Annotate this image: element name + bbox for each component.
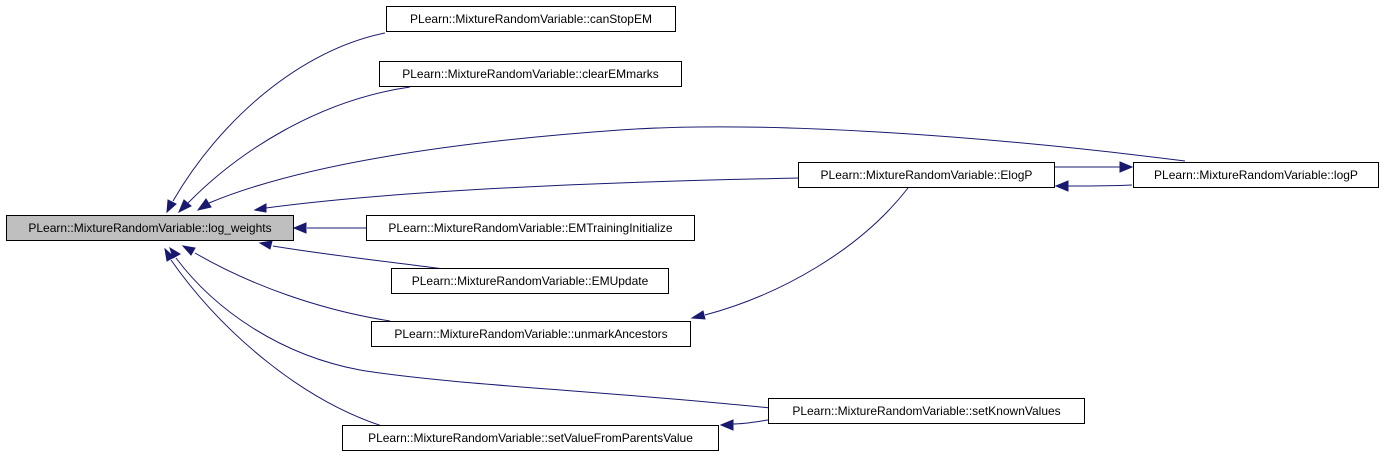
- edge-canStopEM-to-log_weights: [172, 32, 386, 202]
- arrowhead-ElogP-unmarkAncestors: [690, 310, 706, 320]
- node-log_weights[interactable]: PLearn::MixtureRandomVariable::log_weigh…: [6, 215, 294, 241]
- arrowhead-EMUpdate: [258, 240, 273, 250]
- node-logP[interactable]: PLearn::MixtureRandomVariable::logP: [1133, 162, 1379, 188]
- edge-unmarkAncestors-to-log_weights: [194, 252, 391, 322]
- edge-clearEMmarks-to-log_weights: [187, 86, 411, 204]
- node-EMTrainingInitialize[interactable]: PLearn::MixtureRandomVariable::EMTrainin…: [366, 215, 695, 241]
- arrowhead-logP-ElogP: [1054, 180, 1069, 192]
- node-ElogP[interactable]: PLearn::MixtureRandomVariable::ElogP: [798, 162, 1055, 188]
- edge-ElogP-to-log_weights: [265, 177, 801, 209]
- node-setKnownValues[interactable]: PLearn::MixtureRandomVariable::setKnownV…: [768, 398, 1085, 424]
- arrowhead-canStopEM: [166, 199, 177, 214]
- arrowhead-clearEMmarks: [178, 199, 192, 214]
- arrowhead-ElogP-logP: [1119, 161, 1134, 173]
- node-setValueFromParentsValue[interactable]: PLearn::MixtureRandomVariable::setValueF…: [342, 425, 719, 451]
- arrowhead-setValueFromParentsValue: [164, 247, 175, 262]
- edge-logP-to-ElogP: [1067, 184, 1133, 187]
- edge-ElogP-to-unmarkAncestors: [704, 187, 909, 316]
- node-unmarkAncestors[interactable]: PLearn::MixtureRandomVariable::unmarkAnc…: [371, 321, 691, 347]
- node-clearEMmarks[interactable]: PLearn::MixtureRandomVariable::clearEMma…: [379, 61, 682, 87]
- edge-EMUpdate-to-log_weights: [272, 245, 445, 270]
- arrowhead-EMTrainingInitialize: [292, 222, 307, 234]
- arrowhead-setKnownValues-setValue: [719, 419, 734, 431]
- edge-logP-to-log_weights: [208, 126, 1186, 204]
- node-EMUpdate[interactable]: PLearn::MixtureRandomVariable::EMUpdate: [391, 268, 669, 294]
- node-canStopEM[interactable]: PLearn::MixtureRandomVariable::canStopEM: [386, 6, 676, 32]
- arrowhead-logP: [196, 198, 212, 211]
- arrowhead-ElogP: [253, 203, 267, 213]
- edge-setKnownValues-to-setValueFromParentsValue: [732, 419, 769, 425]
- arrowhead-unmarkAncestors: [181, 245, 196, 256]
- edge-setKnownValues-to-log_weights: [175, 257, 771, 409]
- edge-setValueFromParentsValue-to-log_weights: [170, 259, 386, 428]
